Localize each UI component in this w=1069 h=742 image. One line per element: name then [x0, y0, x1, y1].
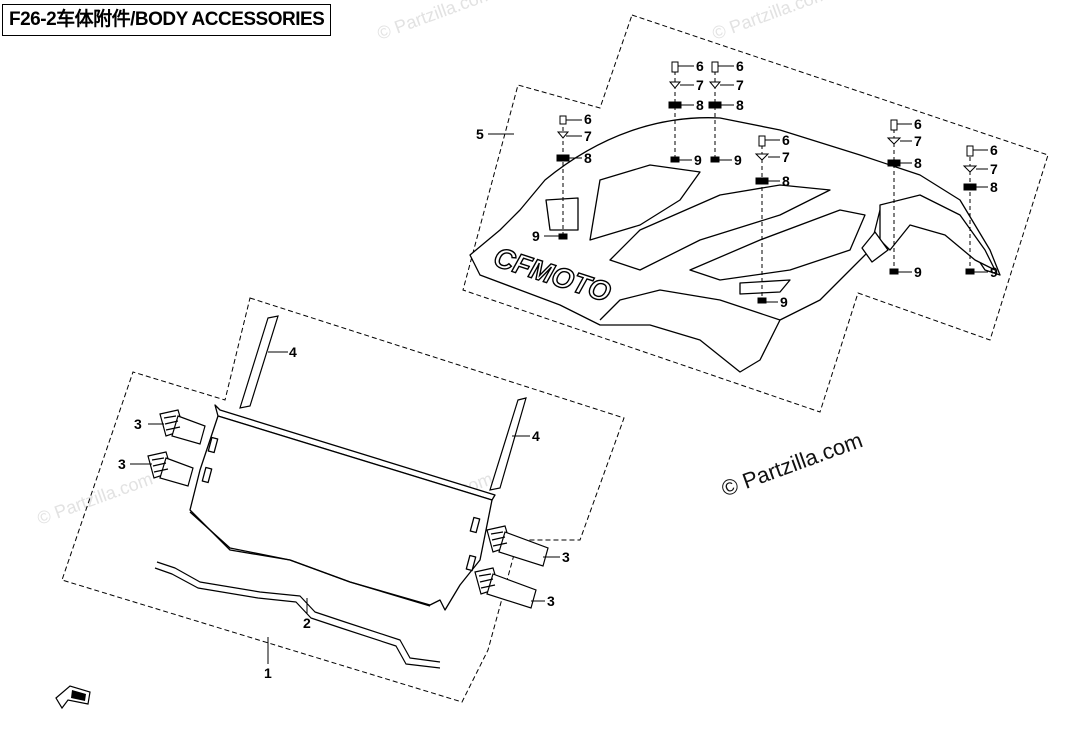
latch-4 — [474, 567, 537, 609]
group-outline-rack — [462, 14, 1049, 413]
callout-3a: 3 — [134, 416, 142, 432]
bolts — [559, 61, 974, 157]
page-title: F26-2车体附件/BODY ACCESSORIES — [2, 4, 332, 36]
rack-tab-right — [861, 231, 889, 263]
rack-tab-bottom — [739, 279, 791, 295]
callout-4a: 4 — [289, 344, 297, 360]
callout-9a: 9 — [532, 228, 540, 244]
callout-9e: 9 — [914, 264, 922, 280]
callout-8f: 8 — [990, 179, 998, 195]
rack-slot-left — [545, 197, 579, 231]
callout-7f: 7 — [990, 161, 998, 177]
callout-5: 5 — [476, 126, 484, 142]
leader-lines — [130, 65, 988, 664]
strip-left — [239, 315, 279, 409]
latch-1 — [159, 409, 206, 445]
callout-7a: 7 — [584, 128, 592, 144]
latch-3 — [486, 525, 549, 567]
callout-8e: 8 — [914, 155, 922, 171]
rack-edge-line — [599, 289, 781, 321]
latches — [147, 409, 549, 609]
callout-7d: 7 — [782, 149, 790, 165]
rack-ridge-3 — [689, 209, 866, 281]
callout-8c: 8 — [736, 97, 744, 113]
callout-3b: 3 — [118, 456, 126, 472]
callout-6d: 6 — [782, 132, 790, 148]
rear-panel-lower — [189, 511, 431, 607]
callout-9b: 9 — [694, 152, 702, 168]
callout-6c: 6 — [736, 58, 744, 74]
callout-3c: 3 — [562, 549, 570, 565]
callout-9c: 9 — [734, 152, 742, 168]
callout-6e: 6 — [914, 116, 922, 132]
faint-watermark-1: © Partzilla.com — [375, 0, 496, 44]
callout-8b: 8 — [696, 97, 704, 113]
group-outline-rear-rack — [61, 297, 625, 703]
rubber-strips — [239, 315, 527, 491]
callout-4b: 4 — [532, 428, 540, 444]
support-bar-inner — [154, 567, 441, 669]
hardware-axis-lines — [562, 64, 971, 300]
group-outlines — [61, 14, 1049, 703]
rear-panel-slots — [201, 436, 481, 572]
washers — [556, 81, 978, 173]
callout-8d: 8 — [782, 173, 790, 189]
callout-8a: 8 — [584, 150, 592, 166]
rack-body — [469, 117, 1001, 373]
callout-2: 2 — [303, 615, 311, 631]
callout-7e: 7 — [914, 133, 922, 149]
rack-ridge-2 — [609, 184, 831, 271]
callout-numbers: 5 6 7 8 9 6 7 8 9 6 7 8 9 6 7 8 9 6 7 8 … — [118, 58, 998, 681]
faint-watermark-2: © Partzilla.com — [710, 0, 831, 44]
callout-3d: 3 — [547, 593, 555, 609]
rear-panel-body — [189, 415, 493, 611]
rear-panel-top — [214, 404, 496, 501]
callout-1: 1 — [264, 665, 272, 681]
callout-7b: 7 — [696, 77, 704, 93]
callout-6a: 6 — [584, 111, 592, 127]
callout-7c: 7 — [736, 77, 744, 93]
latch-2 — [147, 451, 194, 487]
callout-6b: 6 — [696, 58, 704, 74]
callout-9f: 9 — [990, 264, 998, 280]
strip-right — [489, 397, 527, 491]
rack-ridge-1 — [589, 164, 701, 241]
callout-9d: 9 — [780, 294, 788, 310]
rear-panel — [189, 404, 496, 611]
rack-fin-right — [879, 194, 996, 271]
faint-watermark-3: © Partzilla.com — [35, 468, 156, 528]
callout-6f: 6 — [990, 142, 998, 158]
orientation-arrow-icon — [55, 685, 91, 710]
